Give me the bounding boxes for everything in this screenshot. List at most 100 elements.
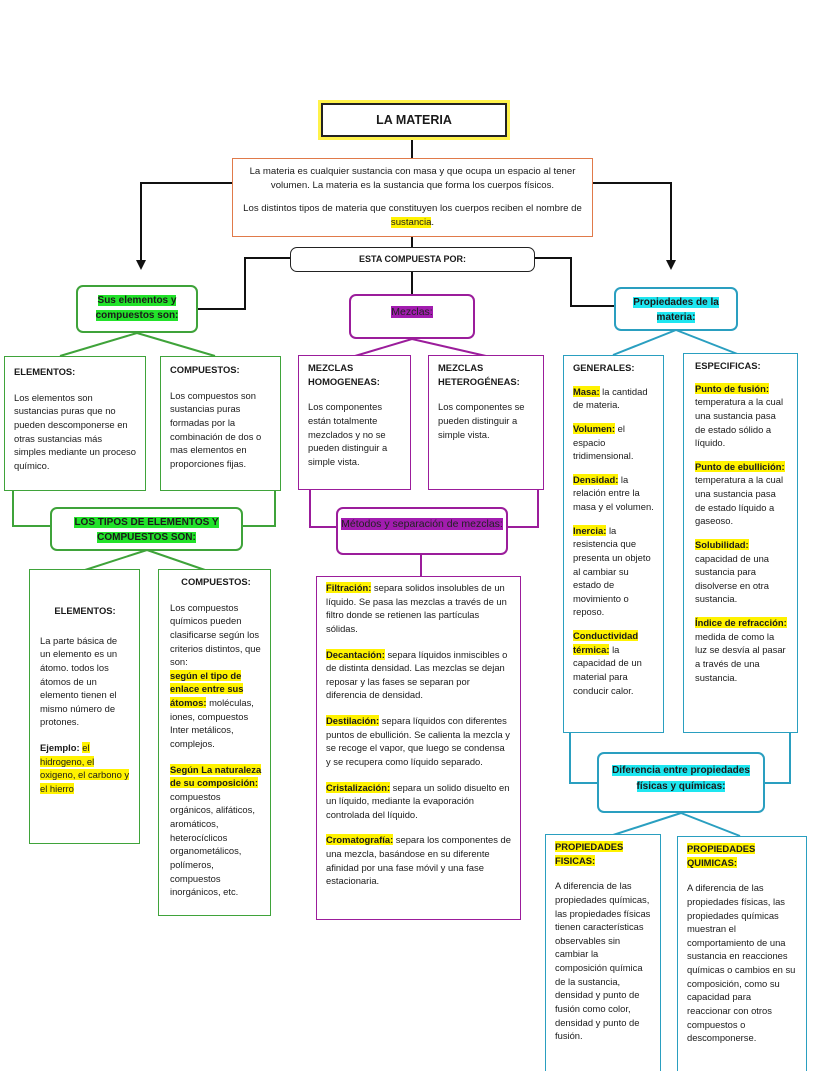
generales-box: GENERALES: Masa: la cantidad de materia.… bbox=[563, 355, 664, 733]
composed-by-label: ESTA COMPUESTA POR: bbox=[358, 254, 466, 264]
tipos-header-text: LOS TIPOS DE ELEMENTOS Y COMPUESTOS SON: bbox=[74, 517, 219, 543]
homogeneas-text: Los componentes están totalmente mezclad… bbox=[308, 401, 388, 467]
specific-property-item-label: Punto de fusión: bbox=[695, 382, 769, 394]
specific-property-item: Solubilidad: capacidad de una sustancia … bbox=[695, 538, 788, 606]
general-property-item-label: Conductividad térmica: bbox=[573, 630, 639, 655]
quimicas-title: PROPIEDADES QUIMICAS: bbox=[687, 842, 797, 869]
general-property-item-text: la capacidad de un material para conduci… bbox=[573, 643, 642, 696]
metodo-item-text: separa líquidos inmiscibles o de distint… bbox=[326, 648, 508, 701]
metodos-box: Filtración: separa solidos insolubles de… bbox=[316, 576, 521, 920]
metodo-item: Decantación: separa líquidos inmiscibles… bbox=[326, 648, 511, 703]
general-property-item: Masa: la cantidad de materia. bbox=[573, 385, 654, 412]
heterogeneas-text: Los componentes se pueden distinguir a s… bbox=[438, 401, 525, 440]
generales-title: GENERALES: bbox=[573, 362, 635, 373]
tipos-compuestos-title: COMPUESTOS: bbox=[181, 576, 251, 587]
quimicas-text: A diferencia de las propiedades físicas,… bbox=[687, 882, 796, 1044]
tipos-elementos-example: Ejemplo: el hidrogeno, el oxigeno, el ca… bbox=[40, 741, 130, 796]
compuestos-title: COMPUESTOS: bbox=[170, 364, 240, 375]
specific-property-item-text: medida de como la luz se desvía al pasar… bbox=[695, 630, 786, 683]
specific-property-item-text: temperatura a la cual una sustancia pasa… bbox=[695, 474, 784, 527]
generales-list: Masa: la cantidad de materia. Volumen: el… bbox=[573, 385, 654, 698]
definition-p2-end: . bbox=[431, 216, 435, 228]
metodo-item-text: separa solidos insolubles de un líquido.… bbox=[326, 582, 507, 634]
elementos-box: ELEMENTOS: Los elementos son sustancias … bbox=[4, 356, 146, 491]
criterio-2-text: compuestos orgánicos, alifáticos, aromát… bbox=[170, 790, 255, 898]
diferencia-header: Diferencia entre propiedades físicas y q… bbox=[597, 752, 765, 813]
specific-property-item: Punto de fusión: temperatura a la cual u… bbox=[695, 382, 788, 450]
criterio-1-text: moléculas, iones, compuestos Inter metál… bbox=[170, 697, 254, 749]
especificas-box: ESPECIFICAS: Punto de fusión: temperatur… bbox=[683, 353, 798, 733]
quimicas-title-text: PROPIEDADES QUIMICAS: bbox=[687, 843, 756, 868]
propiedades-header: Propiedades de la materia: bbox=[614, 287, 738, 331]
specific-property-item-text: temperatura a la cual una sustancia pasa… bbox=[695, 396, 784, 449]
tipos-elementos-text: La parte básica de un elemento es un áto… bbox=[40, 634, 118, 728]
definition-paragraph-2: Los distintos tipos de materia que const… bbox=[243, 202, 582, 230]
especificas-list: Punto de fusión: temperatura a la cual u… bbox=[695, 382, 788, 685]
fisicas-title: PROPIEDADES FISICAS: bbox=[555, 840, 651, 867]
tipos-elementos-title: ELEMENTOS: bbox=[54, 605, 116, 616]
tipos-header: LOS TIPOS DE ELEMENTOS Y COMPUESTOS SON: bbox=[50, 507, 243, 551]
metodos-list: Filtración: separa solidos insolubles de… bbox=[326, 581, 511, 888]
specific-property-item-label: Solubilidad: bbox=[695, 538, 749, 550]
definition-paragraph-1: La materia es cualquier sustancia con ma… bbox=[249, 166, 576, 191]
general-property-item: Conductividad térmica: la capacidad de u… bbox=[573, 629, 654, 697]
diferencia-header-text: Diferencia entre propiedades físicas y q… bbox=[612, 765, 750, 792]
metodo-item-text: separa un solido disuelto en un líquido,… bbox=[326, 781, 510, 820]
specific-property-item-label: Punto de ebullición: bbox=[695, 460, 785, 472]
specific-property-item-label: Índice de refracción: bbox=[695, 617, 787, 628]
page-title: LA MATERIA bbox=[318, 100, 510, 140]
definition-p2-text: Los distintos tipos de materia que const… bbox=[243, 202, 582, 214]
general-property-item: Densidad: la relación entre la masa y el… bbox=[573, 473, 654, 514]
criterio-2: Según La naturaleza de su composición: c… bbox=[170, 763, 262, 899]
definition-box: La materia es cualquier sustancia con ma… bbox=[232, 158, 593, 237]
metodos-header-text: Métodos y separación de mezclas: bbox=[341, 518, 503, 530]
composed-by-box: ESTA COMPUESTA POR: bbox=[290, 247, 535, 272]
tipos-compuestos-box: COMPUESTOS: Los compuestos químicos pued… bbox=[158, 569, 271, 916]
compuestos-text: Los compuestos son sustancias puras form… bbox=[170, 389, 262, 469]
tipos-elementos-box: ELEMENTOS: La parte básica de un element… bbox=[29, 569, 140, 844]
fisicas-title-text: PROPIEDADES FISICAS: bbox=[555, 841, 624, 866]
quimicas-box: PROPIEDADES QUIMICAS: A diferencia de la… bbox=[677, 836, 807, 1071]
criterio-1: según el tipo de enlace entre sus átomos… bbox=[170, 669, 262, 751]
fisicas-box: PROPIEDADES FISICAS: A diferencia de las… bbox=[545, 834, 661, 1071]
general-property-item-label: Inercia: bbox=[573, 524, 607, 536]
metodo-item-text: separa los componentes de una mezcla, ba… bbox=[326, 834, 511, 887]
compuestos-box: COMPUESTOS: Los compuestos son sustancia… bbox=[160, 356, 281, 491]
specific-property-item: Punto de ebullición: temperatura a la cu… bbox=[695, 460, 788, 528]
fisicas-text: A diferencia de las propiedades químicas… bbox=[555, 880, 651, 1042]
metodo-item: Destilación: separa líquidos con diferen… bbox=[326, 714, 511, 769]
metodo-item: Cromatografía: separa los componentes de… bbox=[326, 833, 511, 888]
definition-highlight: sustancia bbox=[390, 216, 432, 228]
homogeneas-box: MEZCLAS HOMOGENEAS: Los componentes está… bbox=[298, 355, 411, 490]
elementos-title: ELEMENTOS: bbox=[14, 366, 76, 377]
general-property-item-text: la relación entre la masa y el volumen. bbox=[573, 473, 654, 512]
heterogeneas-box: MEZCLAS HETEROGÉNEAS: Los componentes se… bbox=[428, 355, 544, 490]
general-property-item: Volumen: el espacio tridimensional. bbox=[573, 422, 654, 463]
metodo-item-label: Cristalización: bbox=[326, 781, 391, 793]
metodo-item-label: Decantación: bbox=[326, 648, 385, 660]
general-property-item: Inercia: la resistencia que presenta un … bbox=[573, 524, 654, 619]
metodos-header: Métodos y separación de mezclas: bbox=[336, 507, 508, 555]
homogeneas-title: MEZCLAS HOMOGENEAS: bbox=[308, 362, 380, 387]
general-property-item-text: la cantidad de materia. bbox=[573, 385, 648, 411]
metodo-item-text: separa líquidos con diferentes puntos de… bbox=[326, 715, 510, 767]
general-property-item-label: Volumen: bbox=[573, 422, 616, 434]
metodo-item: Cristalización: separa un solido disuelt… bbox=[326, 781, 511, 822]
metodo-item-label: Filtración: bbox=[326, 582, 372, 593]
general-property-item-label: Masa: bbox=[573, 385, 600, 397]
criterio-2-label: Según La naturaleza de su composición: bbox=[170, 763, 262, 789]
tipos-compuestos-intro: Los compuestos químicos pueden clasifica… bbox=[170, 601, 261, 668]
propiedades-header-text: Propiedades de la materia: bbox=[633, 297, 719, 323]
metodo-item-label: Destilación: bbox=[326, 715, 380, 726]
general-property-item-text: la resistencia que presenta un objeto al… bbox=[573, 524, 651, 618]
title-text: LA MATERIA bbox=[376, 113, 452, 127]
example-label: Ejemplo: bbox=[40, 742, 80, 753]
elements-compounds-header-text: Sus elementos y compuestos son: bbox=[95, 295, 179, 321]
mezclas-header: Mezclas: bbox=[349, 294, 475, 339]
metodo-item: Filtración: separa solidos insolubles de… bbox=[326, 581, 511, 636]
general-property-item-text: el espacio tridimensional. bbox=[573, 422, 634, 462]
elementos-text: Los elementos son sustancias puras que n… bbox=[14, 391, 136, 471]
especificas-title: ESPECIFICAS: bbox=[695, 360, 761, 371]
metodo-item-label: Cromatografía: bbox=[326, 834, 394, 846]
